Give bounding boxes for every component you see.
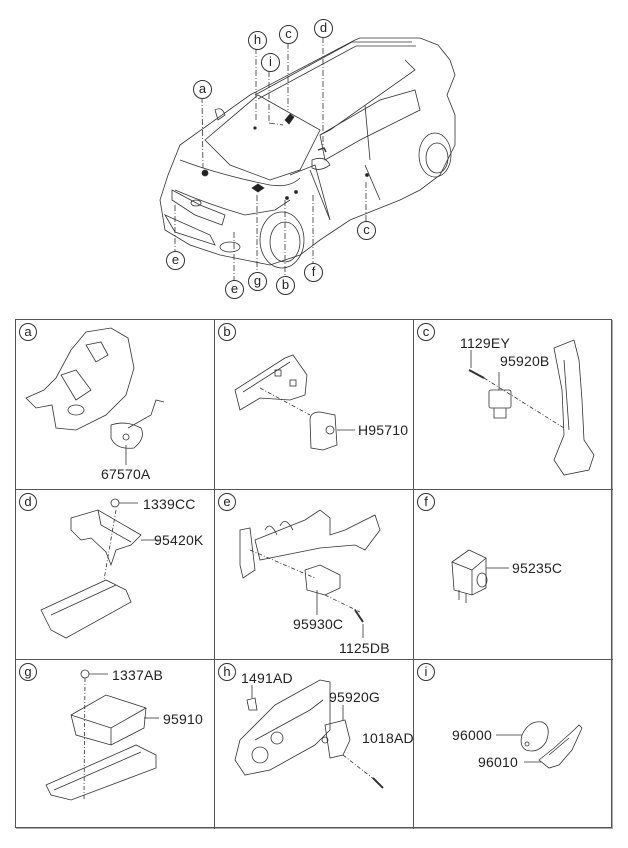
part-number: 96000 [452,727,492,743]
part-number: 95930C [293,616,344,632]
callout-f: f [304,263,323,282]
part-number: H95710 [358,422,409,438]
car-illustration [159,37,456,280]
panel-label: a [19,323,37,341]
callout-e-left: e [166,251,185,270]
panel-label: f [417,493,435,511]
smart-key-illustration [496,721,583,769]
parts-grid: a 67570A b H95710 c [15,319,613,829]
part-number: 1339CC [143,496,196,512]
callout-h: h [248,31,267,50]
panel-label: h [218,663,236,681]
part-number: 1018AD [362,730,414,746]
callout-b: b [276,276,295,295]
callout-c-top: c [279,25,298,44]
panel-label: i [417,663,435,681]
callout-a: a [193,80,212,99]
front-impact-sensor-illustration [239,509,381,638]
panel-label: d [19,493,37,511]
pillar-sensor-illustration [468,339,595,476]
part-number: 96010 [478,754,518,770]
part-number: 95235C [512,560,563,576]
panel-e: e 95930C 1125DB [215,490,414,660]
part-number: 95920B [500,353,550,369]
part-number: 1129EY [460,335,510,351]
relay-illustration [451,549,509,603]
callout-i: i [261,53,280,72]
panel-label: g [19,663,37,681]
callout-c-side: c [357,221,376,240]
part-number: 95420K [154,532,204,548]
side-impact-sensor-illustration [234,354,355,451]
panel-label: e [218,493,236,511]
panel-label: b [218,323,236,341]
panel-c: c 1129EY 95920B [414,320,613,490]
panel-g: g 1337AB 95910 [16,660,215,829]
callout-e-bottom: e [225,280,244,299]
panel-a: a 67570A [16,320,215,490]
airbag-control-module-illustration [45,669,159,801]
panel-f: f 95235C [414,490,613,660]
part-number: 95910 [163,711,203,727]
callout-d: d [314,19,333,38]
callout-g: g [248,272,267,291]
panel-b: b H95710 [215,320,414,490]
part-number: 1125DB [339,640,390,656]
panel-i: i 96000 96010 [414,660,613,829]
part-number: 1337AB [112,667,164,683]
panel-h: h 1491AD 95920G 1018AD [215,660,414,829]
panel-label: c [417,323,435,341]
part-number: 1491AD [241,670,293,686]
part-number: 95920G [329,689,381,705]
part-number: 67570A [101,466,151,482]
panel-d: d 1339CC 95420K [16,490,215,660]
horn-illustration [25,327,165,465]
door-sensor-illustration [234,679,384,789]
vehicle-overview: a h i c d c e e g b f [0,0,628,310]
bracket-illustration [40,498,159,639]
